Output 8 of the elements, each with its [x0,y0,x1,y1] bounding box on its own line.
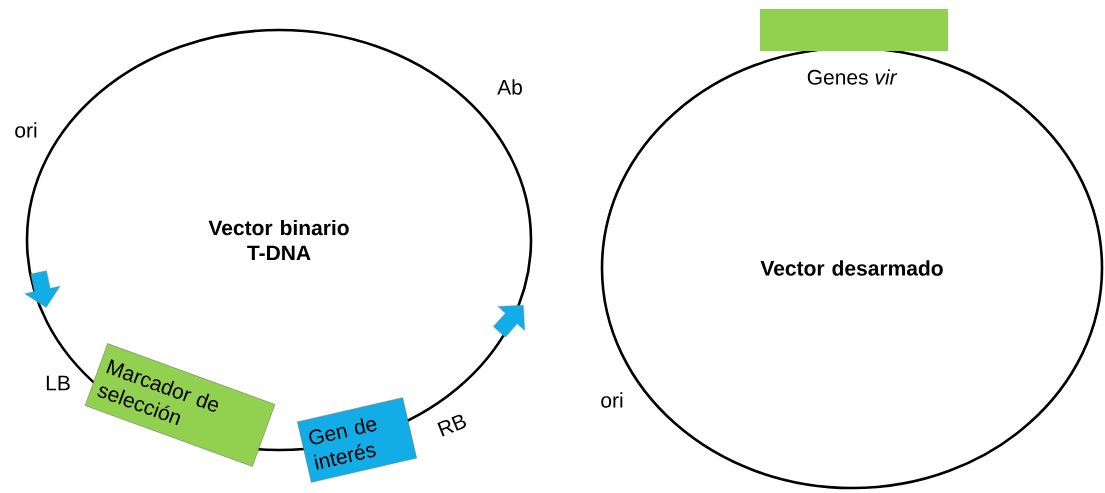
site-label: ori [15,122,37,138]
site-label: LB [46,375,70,391]
site-label: RB [437,414,466,437]
site-label: Ab [497,79,522,95]
gene-box: Gen de interés [297,397,417,483]
gene-bar [760,9,948,51]
site-label: ori [601,392,623,408]
gene-label: Genes vir [807,69,898,85]
